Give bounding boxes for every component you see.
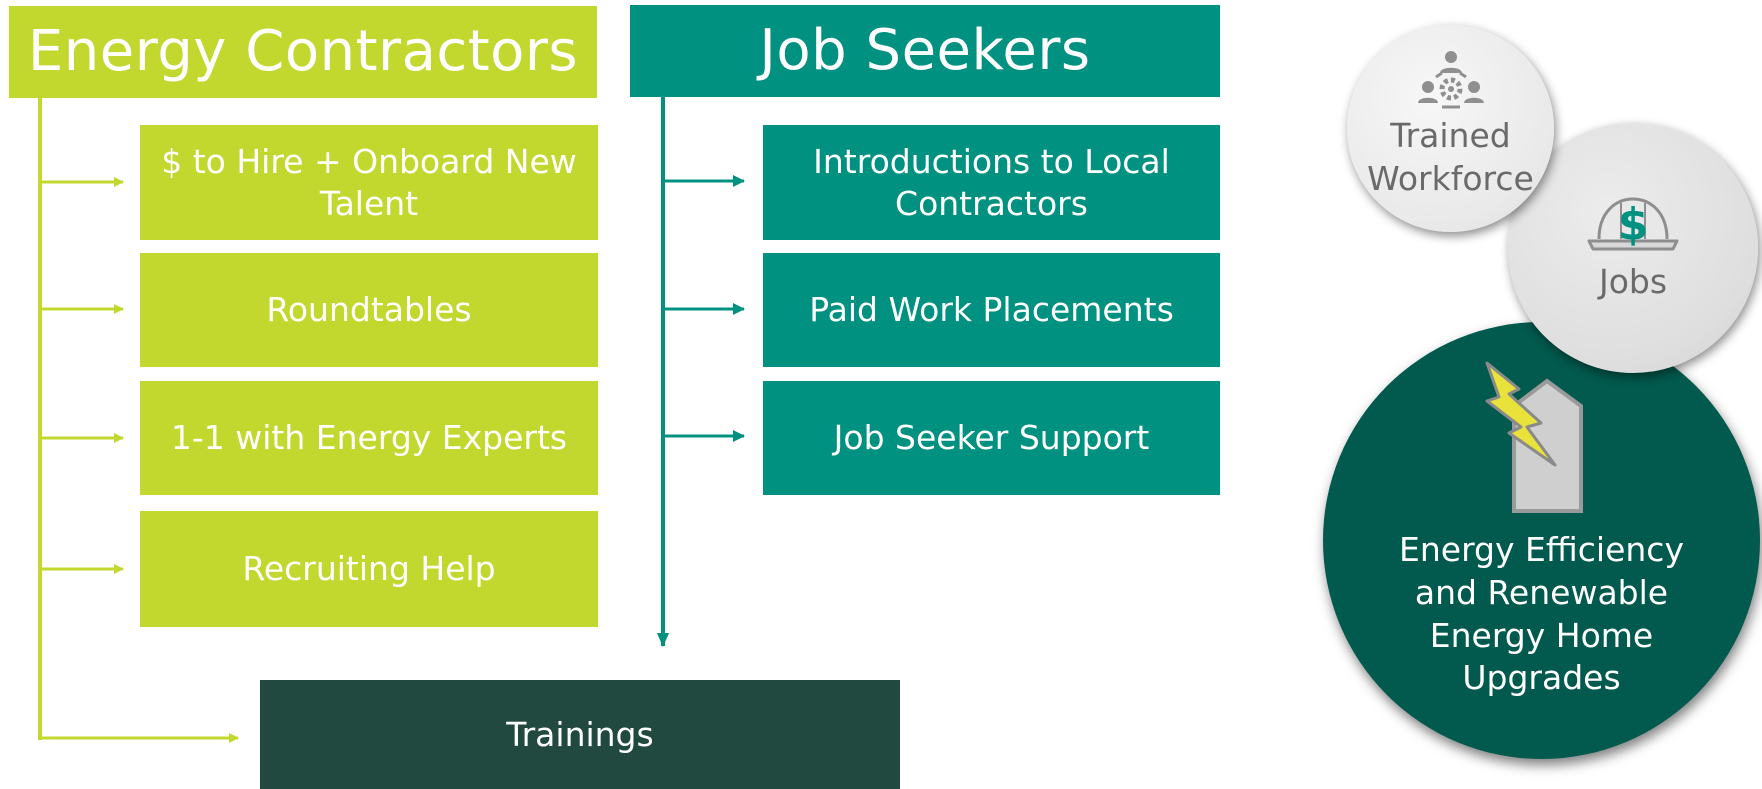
trained-workforce-label: Trained Workforce xyxy=(1367,115,1534,198)
trainings-box: Trainings xyxy=(260,680,900,789)
jobs-circle: $ Jobs xyxy=(1508,123,1758,373)
contractor-item-roundtables: Roundtables xyxy=(140,253,598,367)
team-gear-icon xyxy=(1417,50,1484,109)
seeker-item-support: Job Seeker Support xyxy=(763,381,1220,495)
energy-upgrades-label: Energy Efficiency and Renewable Energy H… xyxy=(1399,529,1684,698)
contractor-item-recruiting-help: Recruiting Help xyxy=(140,511,598,627)
jobs-label: Jobs xyxy=(1598,261,1668,301)
seeker-item-paid-placements: Paid Work Placements xyxy=(763,253,1220,367)
energy-upgrades-circle: Energy Efficiency and Renewable Energy H… xyxy=(1323,322,1760,759)
contractor-item-hire-onboard: $ to Hire + Onboard New Talent xyxy=(140,125,598,240)
energy-contractors-header: Energy Contractors xyxy=(9,6,597,98)
hardhat-dollar-icon: $ xyxy=(1585,193,1681,255)
dollar-symbol: $ xyxy=(1617,198,1649,250)
contractor-item-energy-experts: 1-1 with Energy Experts xyxy=(140,381,598,495)
job-seekers-header: Job Seekers xyxy=(630,5,1220,97)
trained-workforce-circle: Trained Workforce xyxy=(1347,25,1554,232)
seeker-item-introductions: Introductions to Local Contractors xyxy=(763,125,1220,240)
house-lightning-icon xyxy=(1485,361,1583,513)
